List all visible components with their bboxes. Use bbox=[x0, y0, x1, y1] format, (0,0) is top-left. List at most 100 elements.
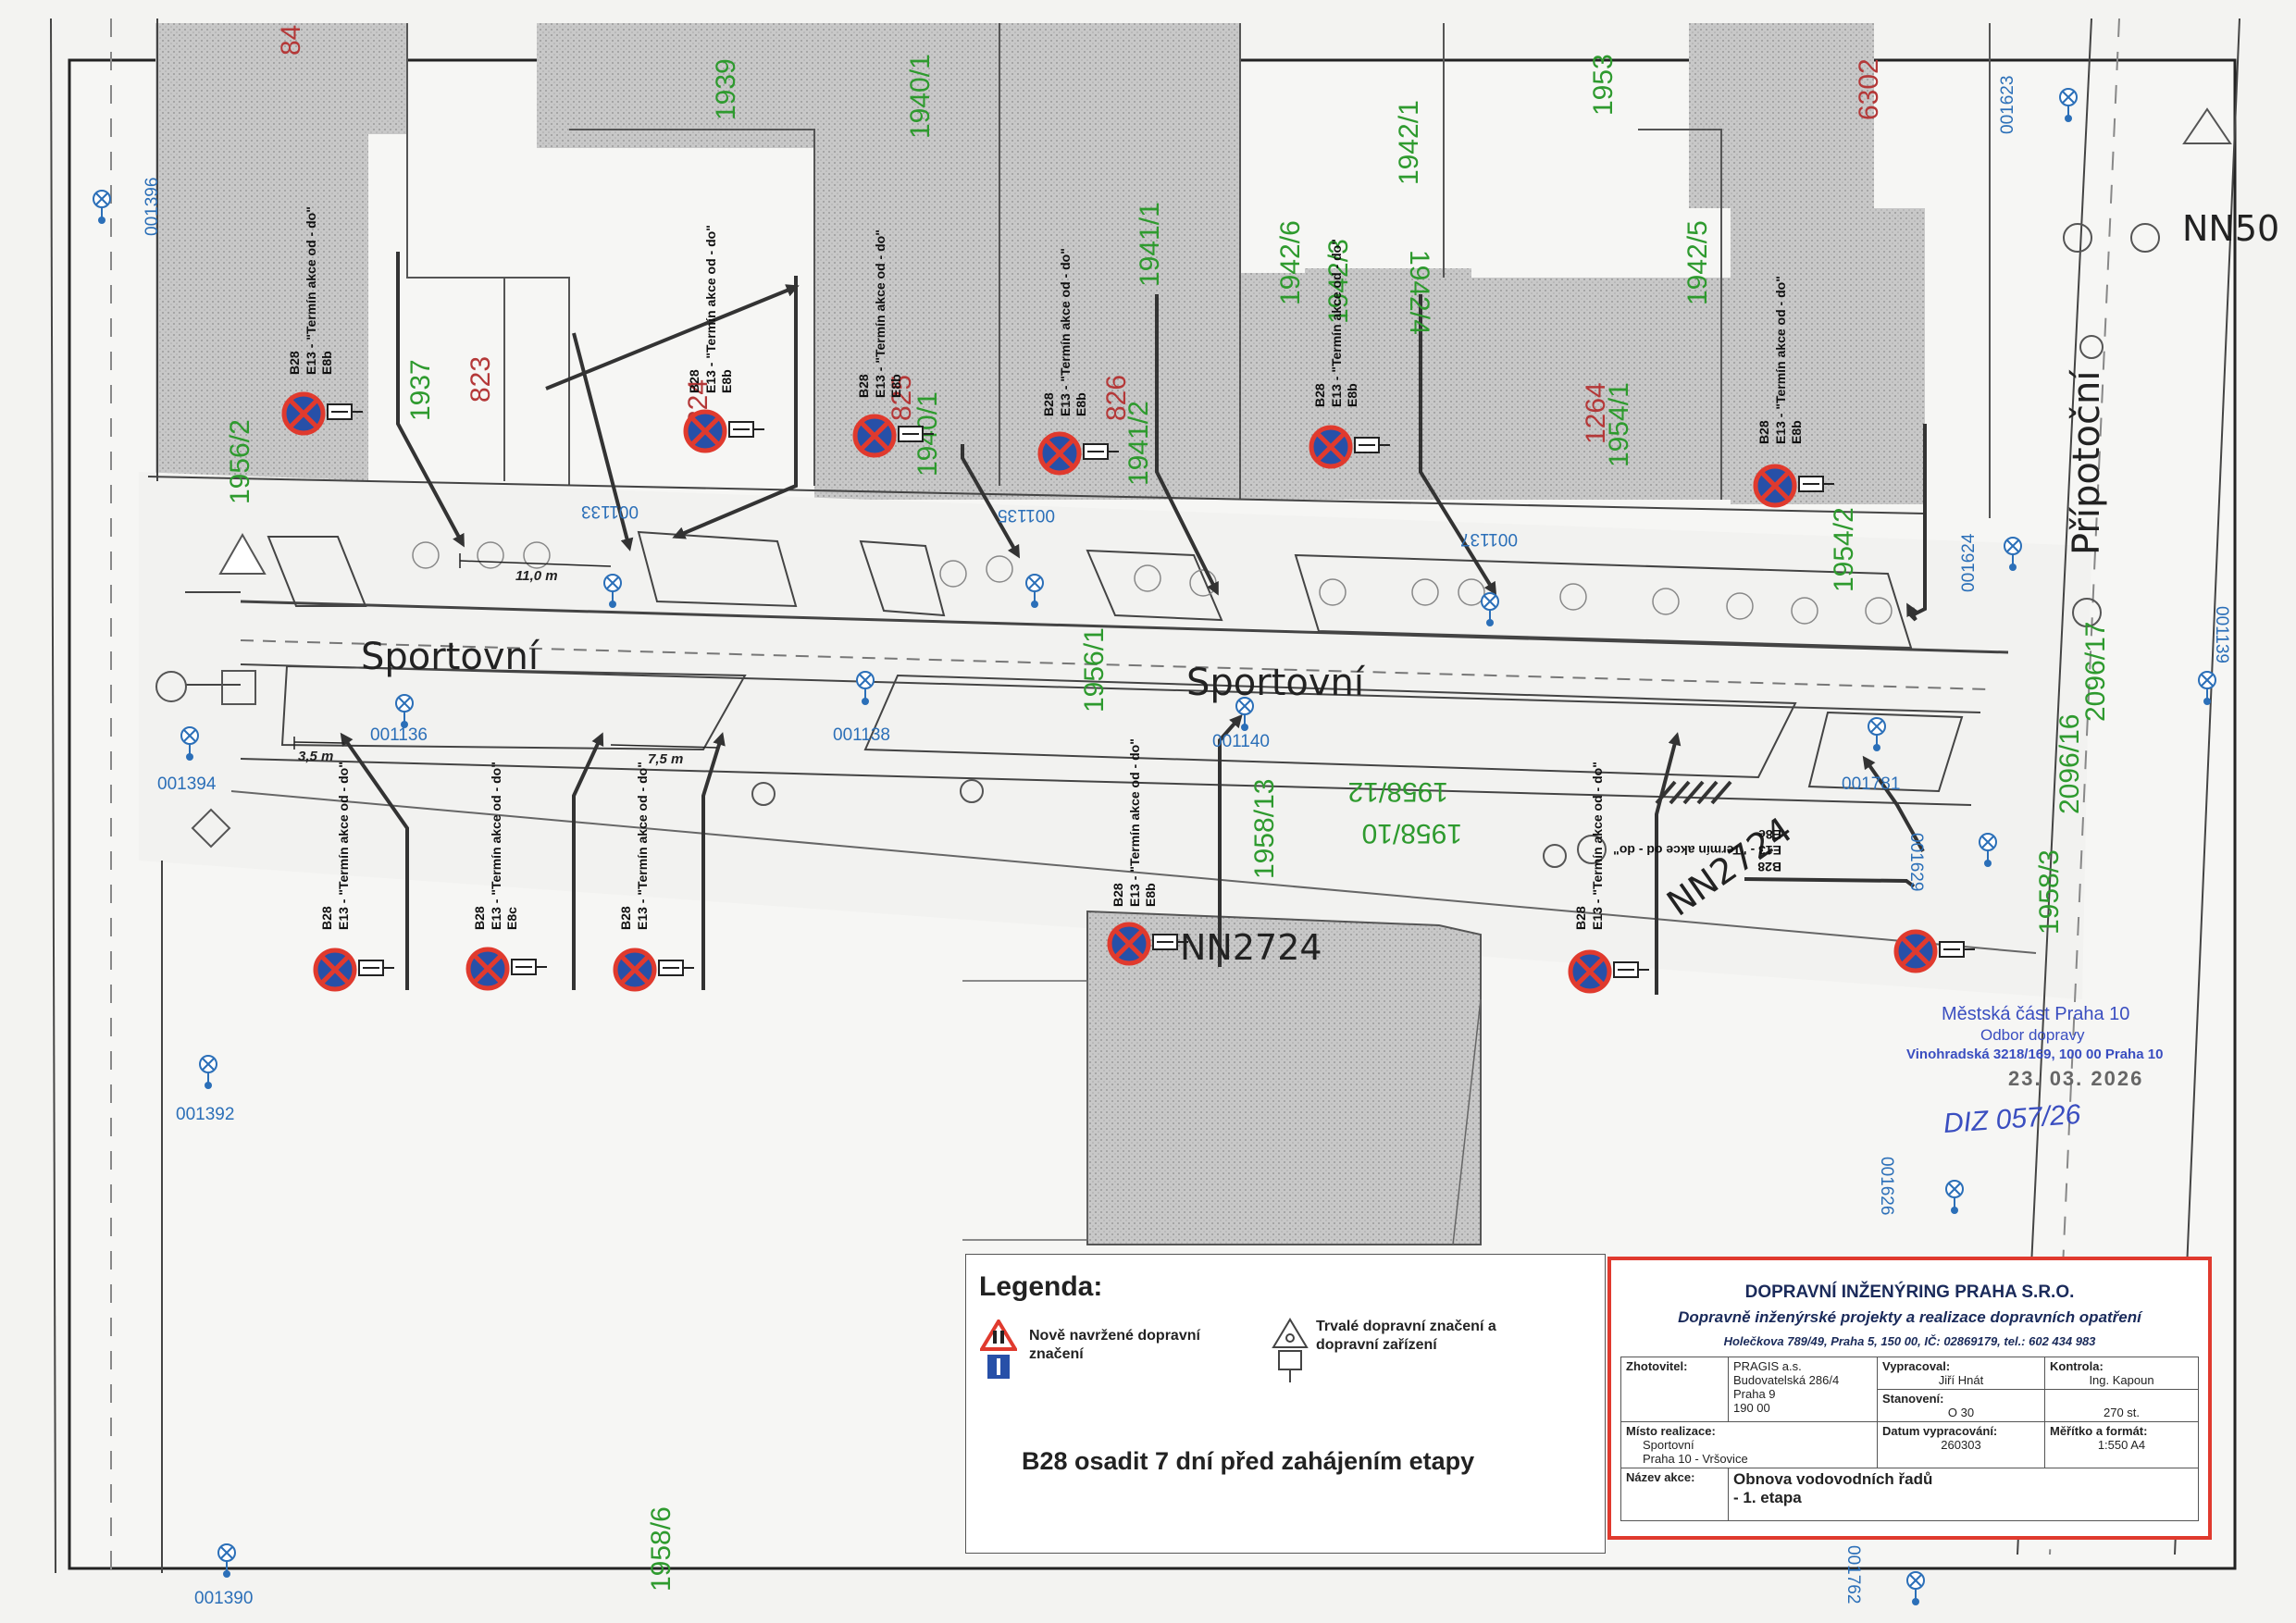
buildings-top bbox=[155, 23, 1925, 504]
parcel-number: 1940/1 bbox=[905, 54, 936, 139]
misto-label: Místo realizace: bbox=[1626, 1424, 1716, 1438]
dimension-label: 7,5 m bbox=[648, 751, 684, 767]
hydrant-id: 001139 bbox=[2212, 606, 2231, 663]
legend-title: Legenda: bbox=[979, 1271, 1103, 1302]
stamp-date: 23. 03. 2026 bbox=[2008, 1067, 2144, 1090]
parcel-number: 1937 bbox=[405, 359, 436, 421]
legend-new-signs: Nově navržené dopravní značení bbox=[1029, 1328, 1200, 1362]
permanent-sign-icon bbox=[1272, 1318, 1309, 1382]
hydrant-icon bbox=[1235, 697, 1254, 731]
sign-code-e8: E8b bbox=[1789, 420, 1804, 444]
zhotovitel-line: 190 00 bbox=[1733, 1401, 1770, 1415]
hydrant-id: 001626 bbox=[1877, 1157, 1896, 1216]
hydrant-icon bbox=[93, 190, 111, 224]
sign-code-e13: E13 - "Termín akce od - do" bbox=[1589, 762, 1605, 930]
sign-code-e13: E13 - "Termín akce od - do" bbox=[1772, 276, 1788, 444]
datum-label: Datum vypracování: bbox=[1882, 1424, 1998, 1438]
sign-code-e13: E13 - "Termín akce od - do" bbox=[634, 762, 650, 930]
dimension-label: 11,0 m bbox=[515, 568, 558, 584]
dimension-label: 3,5 m bbox=[298, 749, 334, 764]
sign-code-b28: B28 bbox=[319, 906, 334, 930]
no-stopping-sign-icon bbox=[465, 947, 547, 991]
sign-code-e8: E8c bbox=[504, 907, 519, 930]
hydrant-id: 001138 bbox=[833, 725, 890, 745]
zhotovitel-label: Zhotovitel: bbox=[1620, 1357, 1729, 1422]
datum-cell: Datum vypracování: 260303 bbox=[1877, 1421, 2045, 1468]
sign-code-e8: E8b bbox=[719, 369, 734, 393]
hydrant-icon bbox=[1979, 833, 1997, 867]
hydrant-icon bbox=[1025, 574, 1044, 608]
sign-code-e13: E13 - "Termín akce od - do" bbox=[1057, 248, 1073, 416]
sign-code-b28: B28 bbox=[1111, 883, 1125, 907]
firm-name: DOPRAVNÍ INŽENÝRING PRAHA S.R.O. bbox=[1744, 1282, 2075, 1302]
sign-code-e13: E13 - "Termín akce od - do" bbox=[872, 229, 887, 398]
parcel-number: 2096/17 bbox=[2080, 621, 2111, 722]
hydrant-id: 001623 bbox=[1998, 75, 2017, 134]
sign-code-e8: E8b bbox=[319, 351, 334, 375]
hydrant-icon bbox=[199, 1055, 217, 1089]
parcel-number: 1956/1 bbox=[1079, 627, 1110, 712]
misto-line: Sportovní bbox=[1643, 1438, 1694, 1452]
hydrant-icon bbox=[2198, 671, 2216, 705]
no-stopping-sign-icon bbox=[313, 948, 394, 992]
misto-cell: Místo realizace: Sportovní Praha 10 - Vr… bbox=[1620, 1421, 1878, 1468]
sign-code-e8: E8b bbox=[1345, 383, 1359, 407]
staniceni-value: 270 st. bbox=[2044, 1389, 2199, 1422]
parcel-number: 1942/1 bbox=[1394, 100, 1424, 185]
parcel-number: 1958/13 bbox=[1249, 778, 1280, 879]
zhotovitel-line: Budovatelská 286/4 bbox=[1733, 1373, 1840, 1387]
stamp-line: Vinohradská 3218/169, 100 00 Praha 10 bbox=[1906, 1047, 2164, 1062]
parcel-number: 1942/6 bbox=[1275, 220, 1306, 305]
no-stopping-sign-icon bbox=[1753, 464, 1834, 508]
vypracoval-label: Vypracoval: bbox=[1882, 1359, 1951, 1373]
sign-code-e8: E8e bbox=[1758, 827, 1781, 842]
parcel-number: 1954/2 bbox=[1829, 507, 1859, 592]
parcel-number-red: 826 bbox=[1101, 374, 1132, 421]
hydrant-id: 001629 bbox=[1906, 833, 1926, 892]
parcel-number-red: 84 bbox=[276, 24, 306, 56]
firm-subtitle: Dopravně inženýrské projekty a realizace… bbox=[1678, 1308, 2141, 1326]
parcel-number-red: 6302 bbox=[1854, 58, 1884, 120]
stamp-line: Odbor dopravy bbox=[1980, 1026, 2085, 1044]
parcel-number: 1939 bbox=[711, 58, 741, 120]
hydrant-icon bbox=[1945, 1180, 1964, 1214]
legend: Legenda: Nově navržené dopravní značení … bbox=[965, 1254, 1606, 1554]
firm-address: Holečkova 789/49, Praha 5, 150 00, IČ: 0… bbox=[1723, 1334, 2096, 1348]
parcel-number: 1941/1 bbox=[1135, 202, 1165, 287]
nazev-line: Obnova vodovodních řadů bbox=[1733, 1470, 1933, 1488]
pointer-arrows bbox=[340, 252, 1927, 995]
hydrant-id: 001137 bbox=[1460, 529, 1518, 549]
street-sportovni bbox=[139, 472, 2091, 999]
sign-code-b28: B28 bbox=[472, 906, 487, 930]
no-stopping-sign-icon bbox=[1107, 922, 1188, 966]
sign-code-e13: E13 - "Termín akce od - do" bbox=[1126, 738, 1142, 907]
nazev-label: Název akce: bbox=[1620, 1468, 1729, 1521]
parcel-number: 1956/2 bbox=[225, 419, 255, 504]
sign-code-e8: E8b bbox=[888, 374, 903, 398]
kontrola-cell: Kontrola: Ing. Kapoun bbox=[2044, 1357, 2199, 1390]
hydrant-id: 001136 bbox=[370, 725, 428, 745]
zhotovitel-line: Praha 9 bbox=[1733, 1387, 1776, 1401]
new-sign-icon bbox=[980, 1319, 1017, 1379]
parcel-number-red: 823 bbox=[465, 355, 496, 403]
street-label: Sportovní bbox=[361, 636, 539, 678]
meritko-label: Měřítko a formát: bbox=[2050, 1424, 2148, 1438]
kontrola-value: Ing. Kapoun bbox=[2089, 1373, 2154, 1387]
hydrant-icon bbox=[1481, 592, 1499, 626]
street-label: Sportovní bbox=[1186, 662, 1364, 704]
parcel-number: 1958/10 bbox=[1361, 818, 1462, 849]
sign-code-b28: B28 bbox=[856, 374, 871, 398]
vypracoval-cell: Vypracoval: Jiří Hnát bbox=[1877, 1357, 2045, 1390]
hydrant-icon bbox=[1868, 717, 1886, 751]
parcel-number: 1953 bbox=[1588, 54, 1619, 116]
network-label: NN2724 bbox=[1180, 927, 1322, 968]
